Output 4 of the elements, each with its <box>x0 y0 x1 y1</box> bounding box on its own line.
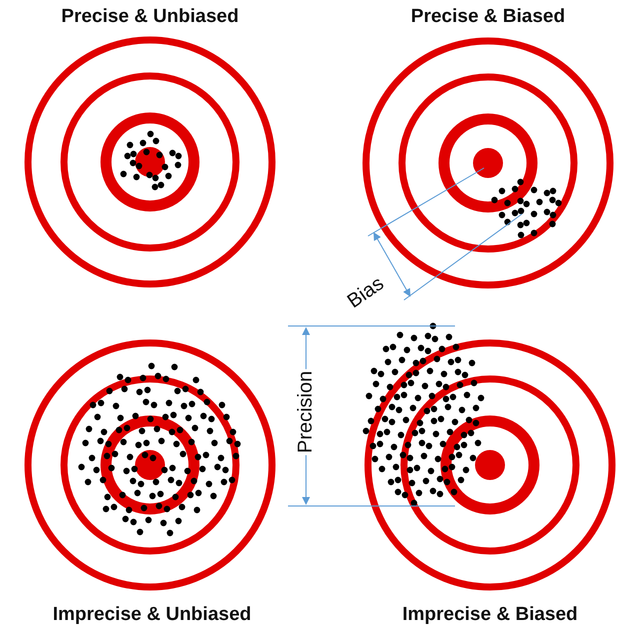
target-heading: Precise & Biased <box>410 6 566 28</box>
target-heading: Precise & Unbiased <box>61 6 239 28</box>
target-heading: Imprecise & Biased <box>402 604 578 626</box>
target-heading: Imprecise & Unbiased <box>52 604 252 626</box>
